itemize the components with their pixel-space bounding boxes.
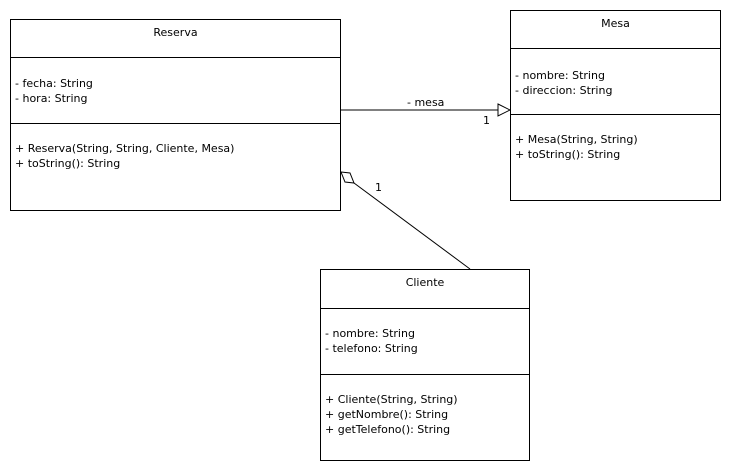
operation: + Mesa(String, String) [515, 133, 638, 146]
attribute: - direccion: String [515, 84, 613, 97]
association-mesa-multiplicity: 1 [483, 114, 490, 127]
aggregation-reserva-cliente-line [353, 182, 471, 270]
class-cliente[interactable]: Cliente - nombre: String - telefono: Str… [320, 269, 530, 461]
operations-compartment: + Cliente(String, String) + getNombre():… [321, 374, 529, 437]
operation: + toString(): String [15, 157, 121, 170]
operation: + toString(): String [515, 148, 621, 161]
attribute: - nombre: String [325, 327, 415, 340]
association-arrowhead-icon [497, 103, 512, 117]
class-name-compartment: Cliente [321, 270, 529, 308]
attributes-compartment: - nombre: String - direccion: String [511, 48, 720, 114]
class-reserva[interactable]: Reserva - fecha: String - hora: String +… [10, 19, 341, 211]
attribute: - nombre: String [515, 69, 605, 82]
class-name: Reserva [153, 26, 198, 39]
aggregation-diamond-icon [340, 171, 355, 184]
association-role-label: - mesa [407, 96, 444, 109]
operation: + Reserva(String, String, Cliente, Mesa) [15, 142, 235, 155]
aggregation-multiplicity: 1 [375, 181, 382, 194]
class-name: Cliente [405, 276, 445, 289]
attribute: - hora: String [15, 92, 88, 105]
class-name: Mesa [601, 17, 630, 30]
class-name-compartment: Reserva [11, 20, 340, 57]
attributes-compartment: - nombre: String - telefono: String [321, 308, 529, 374]
attribute: - fecha: String [15, 77, 93, 90]
class-mesa[interactable]: Mesa - nombre: String - direccion: Strin… [510, 10, 721, 201]
operation: + getTelefono(): String [325, 423, 451, 436]
attribute: - telefono: String [325, 342, 418, 355]
operation: + getNombre(): String [325, 408, 449, 421]
class-name-compartment: Mesa [511, 11, 720, 48]
attributes-compartment: - fecha: String - hora: String [11, 57, 340, 123]
operations-compartment: + Reserva(String, String, Cliente, Mesa)… [11, 123, 340, 171]
operations-compartment: + Mesa(String, String) + toString(): Str… [511, 114, 720, 162]
operation: + Cliente(String, String) [325, 393, 458, 406]
